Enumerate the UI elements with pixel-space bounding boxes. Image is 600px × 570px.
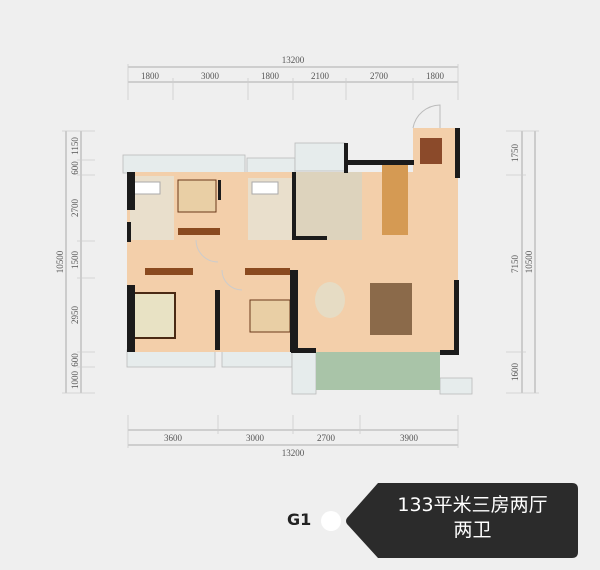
top-dim: 2700 bbox=[370, 71, 389, 81]
top-dim: 3000 bbox=[201, 71, 220, 81]
left-dim: 1000 bbox=[70, 371, 80, 390]
unit-label-tag bbox=[346, 483, 578, 558]
top-dim: 2100 bbox=[311, 71, 330, 81]
bedroom-door bbox=[221, 269, 243, 291]
unit-description-line1: 133平米三房两厅 bbox=[397, 494, 548, 516]
top-total-dim: 13200 bbox=[282, 55, 305, 65]
bottom-dim: 3900 bbox=[400, 433, 419, 443]
unit-code: G1 bbox=[287, 510, 312, 529]
left-dim: 2700 bbox=[70, 199, 80, 218]
bottom-dim: 3000 bbox=[246, 433, 265, 443]
unit-description-line2: 两卫 bbox=[453, 519, 492, 541]
left-dim: 1500 bbox=[70, 251, 80, 270]
right-dim: 1600 bbox=[510, 363, 520, 382]
left-total-dim: 10500 bbox=[55, 250, 65, 273]
unit-description: 133平米三房两厅 两卫 bbox=[370, 493, 575, 543]
bottom-dim: 2700 bbox=[317, 433, 336, 443]
left-dim: 600 bbox=[70, 353, 80, 367]
right-total-dim: 10500 bbox=[524, 250, 534, 273]
entry-door bbox=[412, 104, 441, 129]
furniture bbox=[129, 138, 442, 339]
unit-marker-dot bbox=[321, 511, 341, 531]
bottom-dim: 3600 bbox=[164, 433, 183, 443]
kitchen bbox=[296, 172, 362, 240]
right-dim: 1750 bbox=[510, 144, 520, 163]
top-dim: 1800 bbox=[141, 71, 160, 81]
left-dim: 2950 bbox=[70, 306, 80, 325]
left-dim: 600 bbox=[70, 161, 80, 175]
garden-balcony bbox=[316, 352, 440, 390]
walls bbox=[127, 128, 460, 355]
bottom-total-dim: 13200 bbox=[282, 448, 305, 458]
bedroom-door bbox=[195, 239, 219, 263]
top-dim: 1800 bbox=[261, 71, 280, 81]
top-dim: 1800 bbox=[426, 71, 445, 81]
right-dim: 7150 bbox=[510, 255, 520, 274]
dimension-lines bbox=[62, 64, 539, 448]
left-dim: 1150 bbox=[70, 137, 80, 155]
